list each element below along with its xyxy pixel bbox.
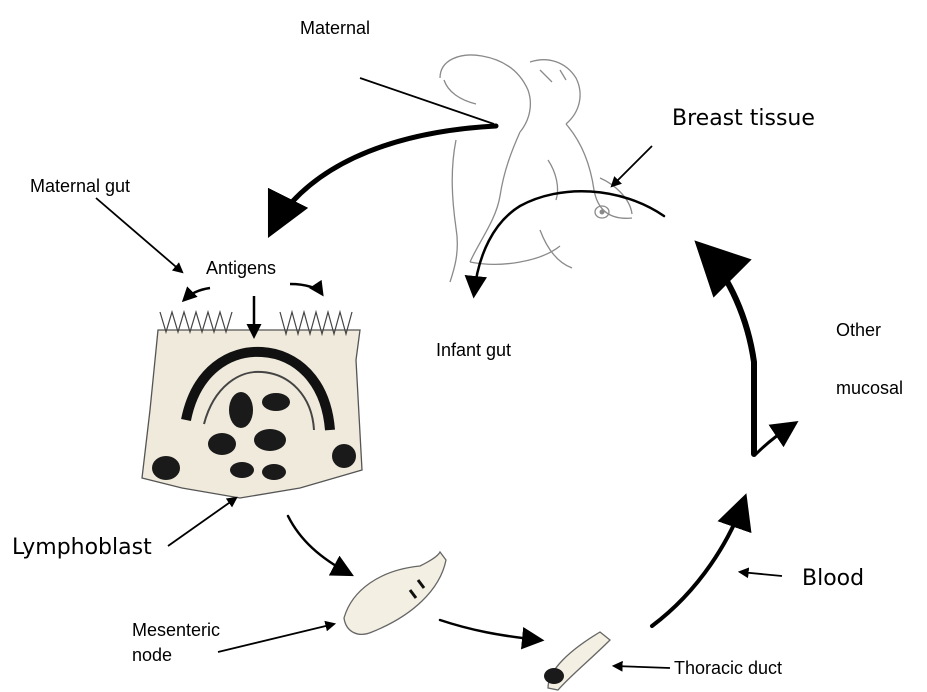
label-other: Other [836, 320, 881, 341]
thoracic-duct-illustration [544, 632, 610, 690]
antigen-right-arrow [290, 284, 322, 294]
breast-tissue-pointer [612, 146, 652, 186]
blood-pointer [740, 572, 782, 576]
blood-to-breast-arrow [702, 248, 754, 454]
mother-infant-sketch [440, 55, 632, 282]
maternal-gut-pointer [96, 198, 182, 272]
label-node: node [132, 645, 172, 666]
blood-to-mucosal-arrow [756, 424, 794, 454]
breast-to-infant-gut-arrow [474, 191, 664, 294]
label-breast-tissue: Breast tissue [672, 106, 815, 131]
maternal-to-gut-arrow [272, 126, 496, 230]
mesenteric-pointer [218, 624, 334, 652]
thoracic-duct-pointer [614, 666, 670, 668]
label-maternal: Maternal [300, 18, 370, 39]
label-infant-gut: Infant gut [436, 340, 511, 361]
node-to-duct-arrow [440, 620, 540, 640]
label-mesenteric: Mesenteric [132, 620, 220, 641]
duct-to-blood-arrow [652, 500, 744, 626]
label-antigens: Antigens [206, 258, 276, 279]
label-lymphoblast: Lymphoblast [12, 535, 152, 560]
label-maternal-gut: Maternal gut [30, 176, 130, 197]
label-mucosal: mucosal [836, 378, 903, 399]
label-thoracic-duct: Thoracic duct [674, 658, 782, 679]
gut-tissue-illustration [142, 312, 362, 498]
gut-to-node-arrow [288, 516, 350, 574]
lymphoblast-pointer [168, 498, 236, 546]
antigen-arrows [184, 284, 322, 336]
antigen-left-arrow [184, 288, 210, 300]
nipple-dot [600, 210, 605, 215]
maternal-pointer [360, 78, 494, 124]
label-blood: Blood [802, 566, 864, 591]
mesenteric-node-illustration [344, 552, 446, 634]
